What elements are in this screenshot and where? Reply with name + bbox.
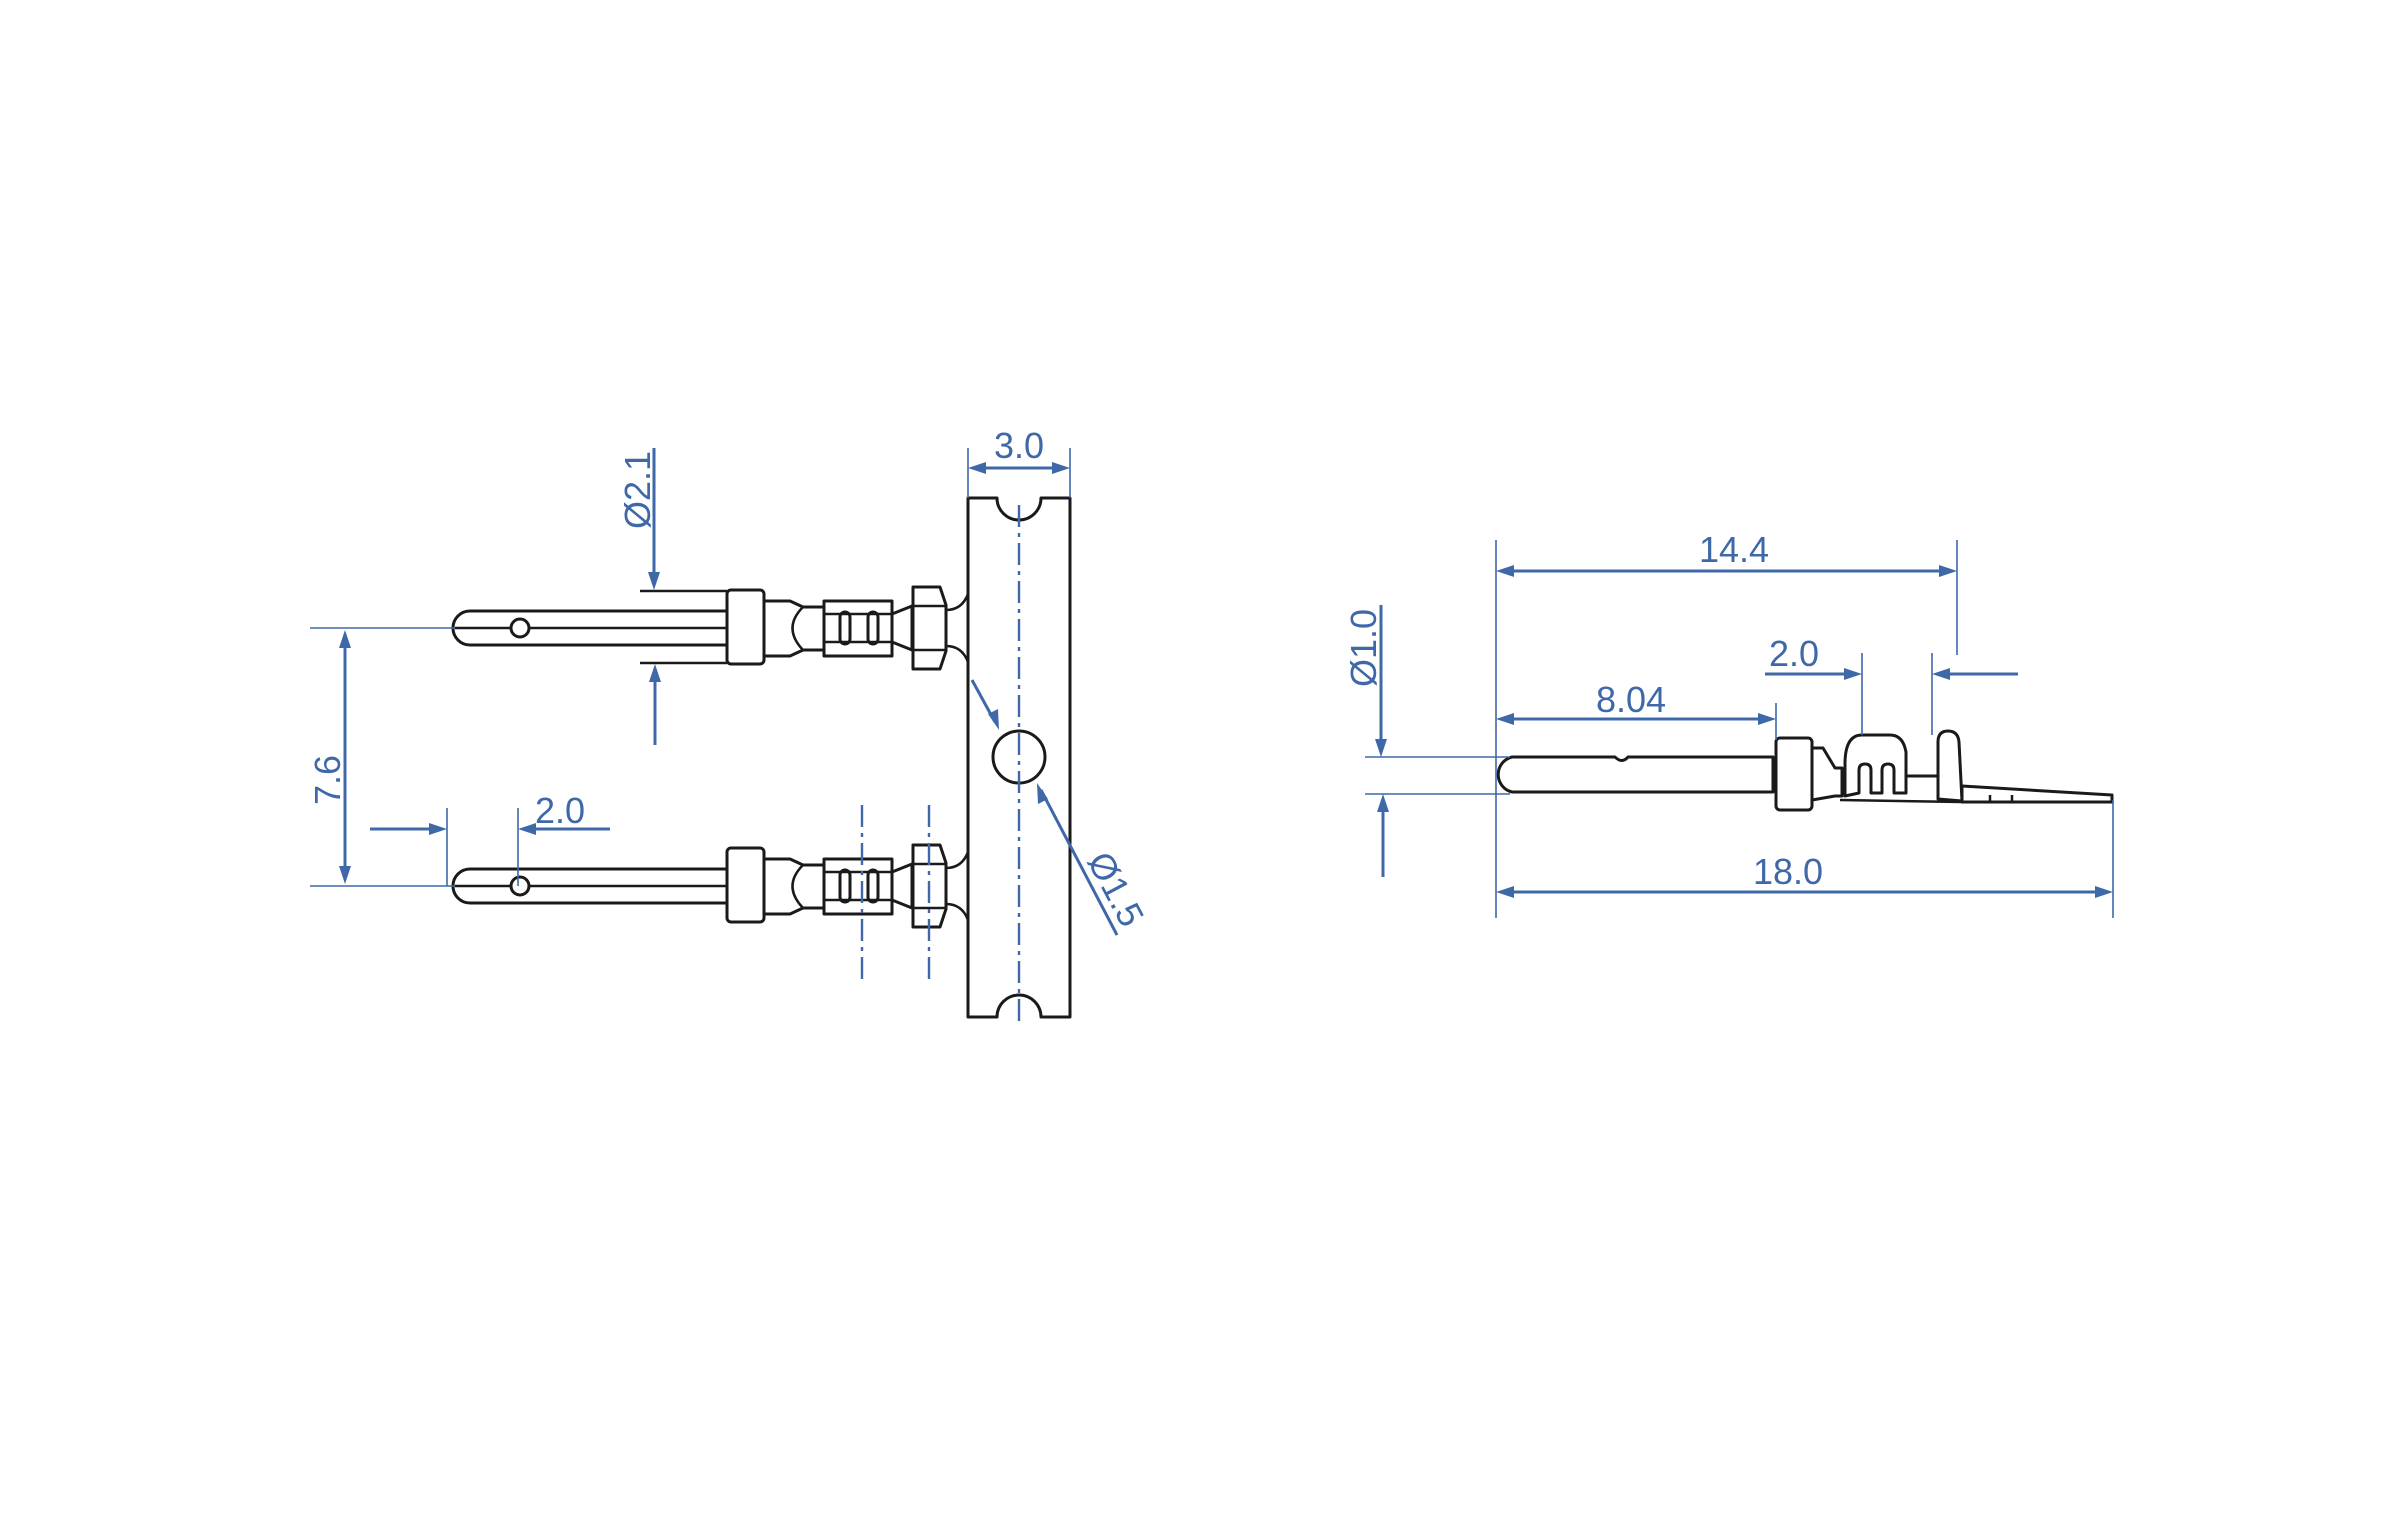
dim-to-insulation-tab: 14.4 bbox=[1495, 529, 1958, 918]
pin-upper bbox=[451, 585, 970, 671]
carrier-strip bbox=[966, 496, 1072, 1025]
label-to-insulation-tab: 14.4 bbox=[1699, 529, 1769, 570]
dim-collar-diameter: Ø2.1 bbox=[617, 448, 661, 745]
dim-crimp-barrel: 2.0 bbox=[1765, 633, 2018, 735]
dim-overall-length: 18.0 bbox=[1496, 800, 2114, 918]
label-pin-to-collar: 8.04 bbox=[1596, 679, 1666, 720]
label-collar-diameter: Ø2.1 bbox=[617, 451, 658, 529]
dim-strip-width: 3.0 bbox=[967, 425, 1071, 498]
pin-side bbox=[1496, 729, 2114, 812]
dim-pin-pitch: 7.6 bbox=[307, 627, 455, 887]
label-pin-diameter: Ø1.0 bbox=[1343, 609, 1384, 687]
left-view: 7.6 Ø2.1 2.0 3.0 bbox=[307, 425, 1152, 1025]
dim-hole-offset: 2.0 bbox=[370, 790, 610, 886]
label-pilot-hole: Ø1.5 bbox=[1080, 845, 1153, 933]
right-view: Ø1.0 14.4 8.04 2.0 bbox=[1343, 529, 2114, 918]
label-strip-width: 3.0 bbox=[994, 425, 1044, 466]
dim-pin-diameter: Ø1.0 bbox=[1343, 605, 1510, 877]
dim-pin-to-collar: 8.04 bbox=[1496, 679, 1777, 740]
label-hole-offset: 2.0 bbox=[535, 790, 585, 831]
label-pin-pitch: 7.6 bbox=[307, 755, 348, 805]
pin-lower bbox=[451, 843, 970, 929]
label-overall-length: 18.0 bbox=[1753, 851, 1823, 892]
label-crimp-barrel: 2.0 bbox=[1769, 633, 1819, 674]
